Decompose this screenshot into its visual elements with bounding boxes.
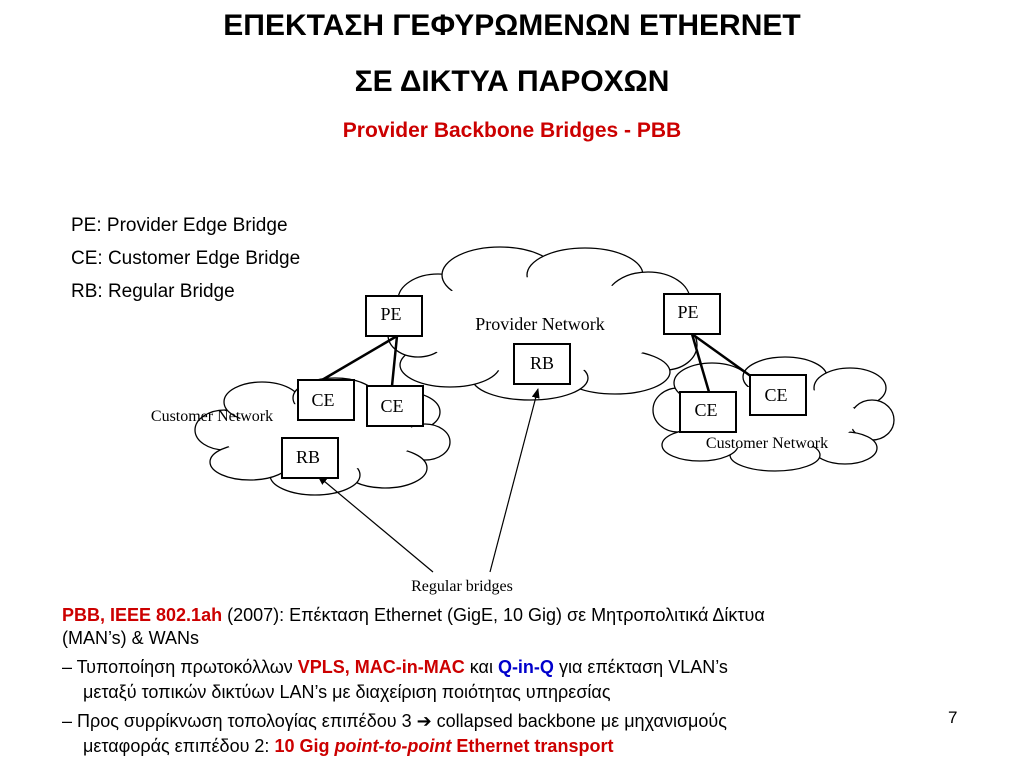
- link-pe-left-ce-left-2: [390, 335, 399, 387]
- paragraph-pbb-line-2: (MAN’s) & WANs: [62, 628, 199, 648]
- bullet-standardization-text-b: και: [464, 657, 498, 677]
- node-ce-left-1-box: [297, 379, 355, 421]
- node-ce-right-2-label: CE: [694, 400, 717, 420]
- page-number: 7: [948, 708, 958, 727]
- link-pe-right-ce-right-1: [691, 332, 753, 379]
- ten-gig-term: 10 Gig: [274, 736, 335, 756]
- slide-title-line-2: ΣΕ ΔΙΚΤΥΑ ΠΑΡΟΧΩΝ: [354, 65, 670, 98]
- legend-pe: PE: Provider Edge Bridge: [71, 215, 288, 236]
- bullet-standardization-line-2: μεταξύ τοπικών δικτύων LAN’s με διαχείρι…: [83, 682, 611, 702]
- right-arrow-icon: ➔: [416, 711, 432, 731]
- bullet-standardization: – Τυποποίηση πρωτοκόλλων VPLS, MAC-in-MA…: [62, 656, 728, 679]
- link-pe-right-ce-right-2: [690, 333, 711, 393]
- node-ce-left-2-box: [366, 385, 424, 427]
- legend-rb: RB: Regular Bridge: [71, 281, 235, 302]
- regular-bridges-label: Regular bridges: [411, 578, 513, 595]
- node-rb-provider-label: RB: [530, 353, 554, 373]
- bullet-standardization-text-c: για επέκταση VLAN’s: [553, 657, 728, 677]
- node-ce-right-1-label: CE: [764, 385, 787, 405]
- bullet-topology-line-2: μεταφοράς επιπέδου 2: 10 Gig point-to-po…: [83, 735, 613, 758]
- node-ce-right-2-box: [679, 391, 737, 433]
- paragraph-pbb: PBB, IEEE 802.1ah (2007): Επέκταση Ether…: [62, 604, 765, 627]
- node-rb-left-box: [281, 437, 339, 479]
- bullet-topology-text-b: collapsed backbone με μηχανισμούς: [431, 711, 727, 731]
- node-boxes: [281, 293, 807, 479]
- node-ce-left-2-label: CE: [380, 396, 403, 416]
- vpls-mac-in-mac-term: VPLS, MAC-in-MAC: [297, 657, 465, 677]
- link-pe-left-ce-left-1: [321, 334, 398, 382]
- bullet-topology-line-2-text: μεταφοράς επιπέδου 2:: [83, 736, 275, 756]
- customer-network-left-label: Customer Network: [151, 408, 273, 425]
- point-to-point-term: point-to-point: [334, 736, 452, 756]
- slide-title-line-1: ΕΠΕΚΤΑΣΗ ΓΕΦΥΡΩΜΕΝΩΝ ETHERNET: [223, 9, 801, 42]
- bullet-topology: – Προς συρρίκνωση τοπολογίας επιπέδου 3 …: [62, 710, 727, 733]
- node-ce-right-1-box: [749, 374, 807, 416]
- regular-bridges-arrows: [317, 388, 540, 573]
- arrow-to-rb-provider: [489, 388, 540, 573]
- node-rb-left-label: RB: [296, 447, 320, 467]
- pbb-standard-name: PBB, IEEE 802.1ah: [62, 605, 223, 625]
- customer-network-right-label: Customer Network: [706, 435, 828, 452]
- node-pe-right-box: [663, 293, 721, 335]
- bullet-topology-text-a: – Προς συρρίκνωση τοπολογίας επιπέδου 3: [62, 711, 417, 731]
- bullet-standardization-text-a: – Τυποποίηση πρωτοκόλλων: [62, 657, 298, 677]
- node-ce-left-1-label: CE: [311, 390, 334, 410]
- arrow-to-rb-left: [317, 475, 434, 573]
- node-rb-provider-box: [513, 343, 571, 385]
- q-in-q-term: Q-in-Q: [497, 657, 554, 677]
- node-pe-left-box: [365, 295, 423, 337]
- pbb-description: (2007): Επέκταση Ethernet (GigE, 10 Gig)…: [222, 605, 765, 625]
- link-lines: [321, 332, 753, 393]
- provider-network-label: Provider Network: [475, 314, 604, 334]
- node-pe-right-label: PE: [677, 302, 698, 322]
- slide-subtitle: Provider Backbone Bridges - PBB: [342, 119, 682, 142]
- ethernet-transport-term: Ethernet transport: [451, 736, 614, 756]
- legend-ce: CE: Customer Edge Bridge: [71, 248, 301, 269]
- node-pe-left-label: PE: [380, 304, 401, 324]
